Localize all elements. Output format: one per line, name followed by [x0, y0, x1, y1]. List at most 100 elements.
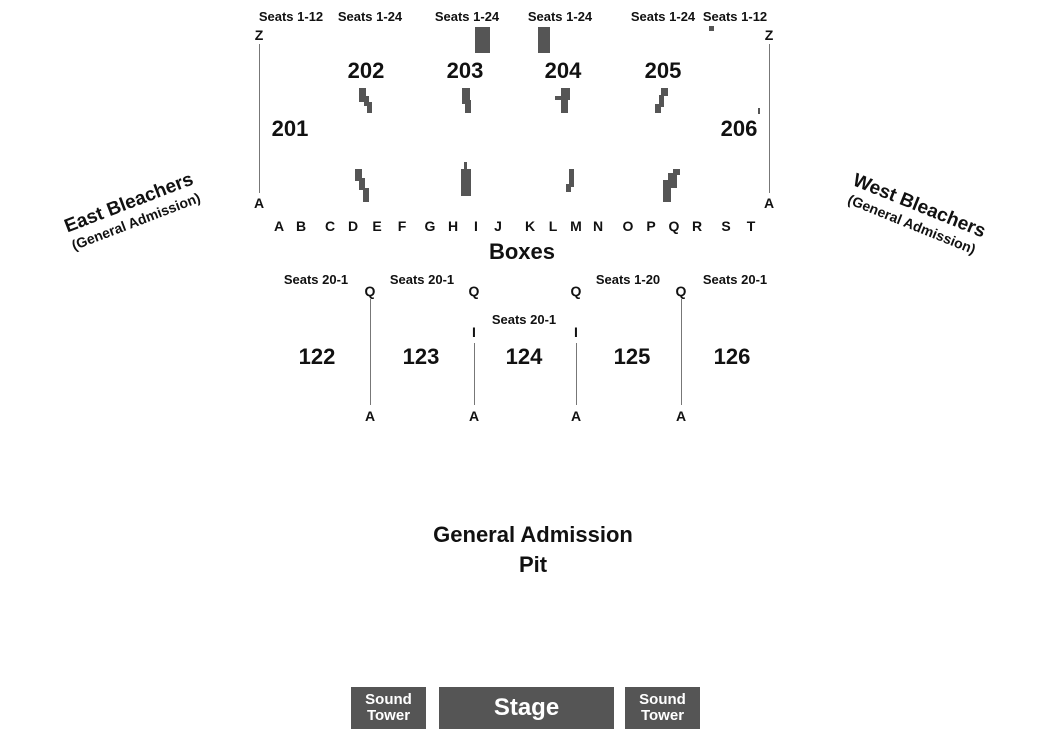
seat-block[interactable]: [481, 27, 490, 53]
seat-block[interactable]: [758, 108, 760, 114]
seat-block[interactable]: [659, 95, 664, 107]
box-row-e: E: [372, 218, 382, 234]
row-z-right: Z: [764, 27, 774, 43]
row-q-aisle-2: Q: [468, 283, 480, 299]
seat-block[interactable]: [462, 88, 470, 104]
row-q-aisle-4: Q: [675, 283, 687, 299]
row-q-aisle-1: Q: [364, 283, 376, 299]
seat-block[interactable]: [464, 162, 467, 170]
row-i-aisle-3: I: [574, 324, 578, 340]
seat-block[interactable]: [538, 27, 550, 53]
seat-block[interactable]: [355, 169, 362, 181]
aisle-line-1: [370, 299, 371, 405]
box-row-q: Q: [668, 218, 680, 234]
seat-block[interactable]: [359, 88, 366, 102]
seat-block[interactable]: [359, 178, 365, 190]
seat-block[interactable]: [465, 100, 471, 113]
row-a-aisle-3: A: [570, 408, 582, 424]
box-row-c: C: [324, 218, 336, 234]
box-row-p: P: [646, 218, 656, 234]
seat-block[interactable]: [569, 169, 574, 187]
box-row-a: A: [273, 218, 285, 234]
aisle-line-4: [681, 299, 682, 405]
seats-label-203: Seats 1-24: [434, 9, 500, 24]
section-205[interactable]: 205: [644, 58, 682, 83]
section-203[interactable]: 203: [446, 58, 484, 83]
boxes-label[interactable]: Boxes: [488, 239, 556, 264]
box-row-h: H: [447, 218, 459, 234]
row-a-right: A: [763, 195, 775, 211]
box-row-t: T: [746, 218, 756, 234]
section-201[interactable]: 201: [271, 116, 309, 141]
seats-label-122: Seats 20-1: [283, 272, 349, 287]
section-204[interactable]: 204: [544, 58, 582, 83]
seat-block[interactable]: [461, 169, 471, 196]
section-125[interactable]: 125: [613, 344, 651, 369]
seat-block[interactable]: [661, 88, 668, 96]
seats-label-123: Seats 20-1: [389, 272, 455, 287]
section-ga-pit[interactable]: General Admission Pit: [433, 520, 633, 580]
stage-label: Stage: [493, 694, 560, 721]
section-124[interactable]: 124: [505, 344, 543, 369]
row-a-aisle-4: A: [675, 408, 687, 424]
seat-block[interactable]: [561, 88, 570, 100]
box-row-f: F: [397, 218, 407, 234]
seat-block[interactable]: [668, 173, 677, 188]
pit-label-line1: General Admission: [433, 522, 633, 547]
section-east-bleachers[interactable]: East Bleachers (General Admission): [41, 161, 223, 261]
seats-label-202: Seats 1-24: [337, 9, 403, 24]
seat-block[interactable]: [367, 102, 372, 113]
sound-tower-right-line1: Sound: [639, 691, 686, 708]
aisle-line-right: [769, 44, 770, 193]
seat-block[interactable]: [364, 96, 369, 106]
seats-label-126: Seats 20-1: [702, 272, 768, 287]
section-126[interactable]: 126: [713, 344, 751, 369]
box-row-m: M: [570, 218, 582, 234]
row-a-aisle-1: A: [364, 408, 376, 424]
section-west-bleachers[interactable]: West Bleachers (General Admission): [825, 163, 1006, 266]
box-row-b: B: [295, 218, 307, 234]
box-row-r: R: [691, 218, 703, 234]
seat-block[interactable]: [363, 188, 369, 202]
box-row-k: K: [524, 218, 536, 234]
seat-block[interactable]: [475, 27, 481, 53]
box-row-d: D: [347, 218, 359, 234]
box-row-g: G: [424, 218, 436, 234]
seat-block[interactable]: [561, 100, 568, 113]
stage: Stage: [439, 687, 614, 729]
box-row-n: N: [592, 218, 604, 234]
section-202[interactable]: 202: [347, 58, 385, 83]
aisle-line-left: [259, 44, 260, 193]
seats-label-206: Seats 1-12: [702, 9, 768, 24]
aisle-line-3: [576, 343, 577, 405]
sound-tower-right-line2: Tower: [640, 707, 685, 724]
sound-tower-left: Sound Tower: [351, 687, 426, 729]
seats-label-125: Seats 1-20: [595, 272, 661, 287]
aisle-line-2: [474, 343, 475, 405]
seat-block[interactable]: [555, 96, 564, 100]
box-row-o: O: [622, 218, 634, 234]
section-206[interactable]: 206: [720, 116, 758, 141]
box-row-l: L: [548, 218, 558, 234]
seats-label-201: Seats 1-12: [258, 9, 324, 24]
section-123[interactable]: 123: [402, 344, 440, 369]
row-q-aisle-3: Q: [570, 283, 582, 299]
pit-label-line2: Pit: [518, 552, 548, 577]
row-z-left: Z: [254, 27, 264, 43]
seats-label-205: Seats 1-24: [630, 9, 696, 24]
section-122[interactable]: 122: [298, 344, 336, 369]
seats-label-204: Seats 1-24: [527, 9, 593, 24]
sound-tower-left-line2: Tower: [366, 707, 411, 724]
seat-block[interactable]: [709, 26, 714, 31]
seats-label-124: Seats 20-1: [491, 312, 557, 327]
sound-tower-left-line1: Sound: [365, 691, 412, 708]
seat-block[interactable]: [673, 169, 680, 175]
seat-block[interactable]: [655, 104, 661, 113]
box-row-s: S: [721, 218, 731, 234]
seat-block[interactable]: [566, 184, 571, 192]
box-row-j: J: [494, 218, 502, 234]
seat-block[interactable]: [663, 180, 671, 202]
row-a-left: A: [253, 195, 265, 211]
row-i-aisle-2: I: [472, 324, 476, 340]
